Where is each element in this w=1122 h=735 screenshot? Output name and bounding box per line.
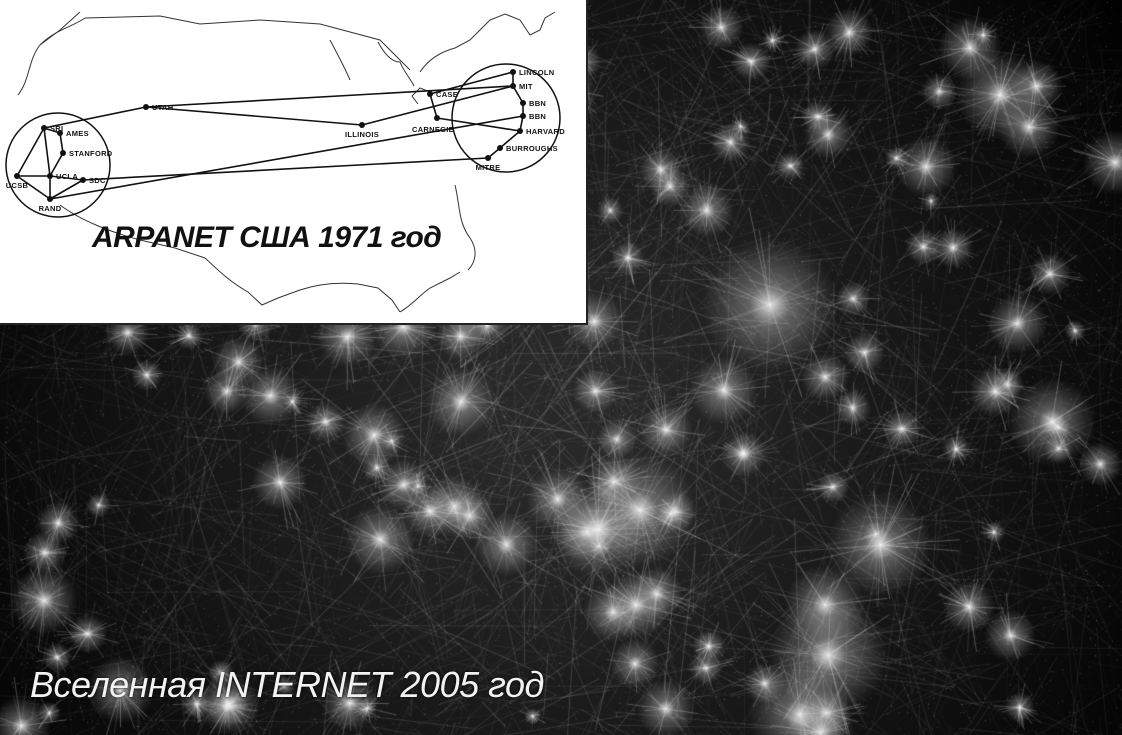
node-label-illinois: ILLINOIS — [345, 130, 379, 139]
link-ucla-sdc — [49, 175, 84, 181]
node-dot-utah — [143, 104, 149, 110]
node-label-mit: MIT — [519, 82, 533, 91]
node-ames: AMES — [57, 129, 89, 138]
node-dot-rand — [47, 196, 53, 202]
node-dot-ucsb — [14, 173, 20, 179]
link-rand-bbn2 — [49, 115, 524, 200]
node-dot-ames — [57, 130, 63, 136]
link-harvard-burroughs — [499, 130, 521, 149]
node-carnegie: CARNEGIE — [412, 115, 454, 134]
node-label-stanford: STANFORD — [69, 149, 113, 158]
node-label-harvard: HARVARD — [526, 127, 565, 136]
node-bbn2: BBN — [520, 112, 546, 121]
west-coast-detail-circle — [5, 112, 111, 218]
node-mitre: MITRE — [476, 155, 501, 172]
node-label-ucsb: UCSB — [6, 181, 29, 190]
node-ucsb: UCSB — [6, 173, 29, 190]
link-ames-stanford — [59, 132, 64, 154]
node-burroughs: BURROUGHS — [497, 144, 558, 153]
node-dot-harvard — [517, 128, 523, 134]
node-dot-bbn2 — [520, 113, 526, 119]
node-label-bbn1: BBN — [529, 99, 546, 108]
node-case: CASE — [427, 90, 458, 99]
node-sdc: SDC — [80, 176, 106, 185]
node-label-rand: RAND — [39, 204, 62, 213]
link-sdc-mitre — [82, 157, 489, 181]
node-dot-sri — [41, 125, 47, 131]
node-dot-case — [427, 91, 433, 97]
node-ucla: UCLA — [47, 172, 78, 181]
node-dot-mit — [510, 83, 516, 89]
node-utah: UTAH — [143, 103, 173, 112]
node-label-sri: SRI — [50, 124, 63, 133]
node-dot-lincoln — [510, 69, 516, 75]
link-sdc-rand — [49, 179, 84, 200]
node-label-lincoln: LINCOLN — [519, 68, 554, 77]
node-dot-burroughs — [497, 145, 503, 151]
link-case-lincoln — [429, 71, 514, 95]
link-sri-utah — [43, 106, 147, 129]
node-label-sdc: SDC — [89, 176, 106, 185]
node-dot-ucla — [47, 173, 53, 179]
arpanet-caption: ARPANET США 1971 год — [92, 221, 442, 254]
link-utah-mit — [145, 85, 514, 108]
node-label-mitre: MITRE — [476, 163, 501, 172]
node-harvard: HARVARD — [517, 127, 565, 136]
node-stanford: STANFORD — [60, 149, 113, 158]
link-mit-bbn1 — [512, 85, 524, 104]
node-dot-illinois — [359, 122, 365, 128]
node-sri: SRI — [41, 124, 63, 133]
node-mit: MIT — [510, 82, 533, 91]
node-dot-sdc — [80, 177, 86, 183]
node-bbn1: BBN — [520, 99, 546, 108]
east-coast-detail-circle — [451, 63, 561, 173]
node-dot-bbn1 — [520, 100, 526, 106]
link-utah-illinois — [145, 106, 363, 126]
link-ucsb-rand — [16, 175, 51, 200]
link-stanford-ucla — [49, 152, 64, 177]
node-label-ucla: UCLA — [56, 172, 78, 181]
node-rand: RAND — [39, 196, 62, 213]
node-label-bbn2: BBN — [529, 112, 546, 121]
node-illinois: ILLINOIS — [345, 122, 379, 139]
node-label-utah: UTAH — [152, 103, 173, 112]
us-outline — [17, 11, 556, 313]
node-dot-carnegie — [434, 115, 440, 121]
internet-caption: Вселенная INTERNET 2005 год — [30, 664, 544, 705]
node-dot-mitre — [485, 155, 491, 161]
node-label-ames: AMES — [66, 129, 89, 138]
node-label-burroughs: BURROUGHS — [506, 144, 558, 153]
node-dot-stanford — [60, 150, 66, 156]
node-label-case: CASE — [436, 90, 458, 99]
node-label-carnegie: CARNEGIE — [412, 125, 454, 134]
link-sri-ucla — [43, 127, 51, 177]
link-case-carnegie — [429, 93, 438, 119]
link-illinois-mit — [361, 85, 514, 126]
node-lincoln: LINCOLN — [510, 68, 554, 77]
link-sri-ucsb — [16, 127, 45, 177]
